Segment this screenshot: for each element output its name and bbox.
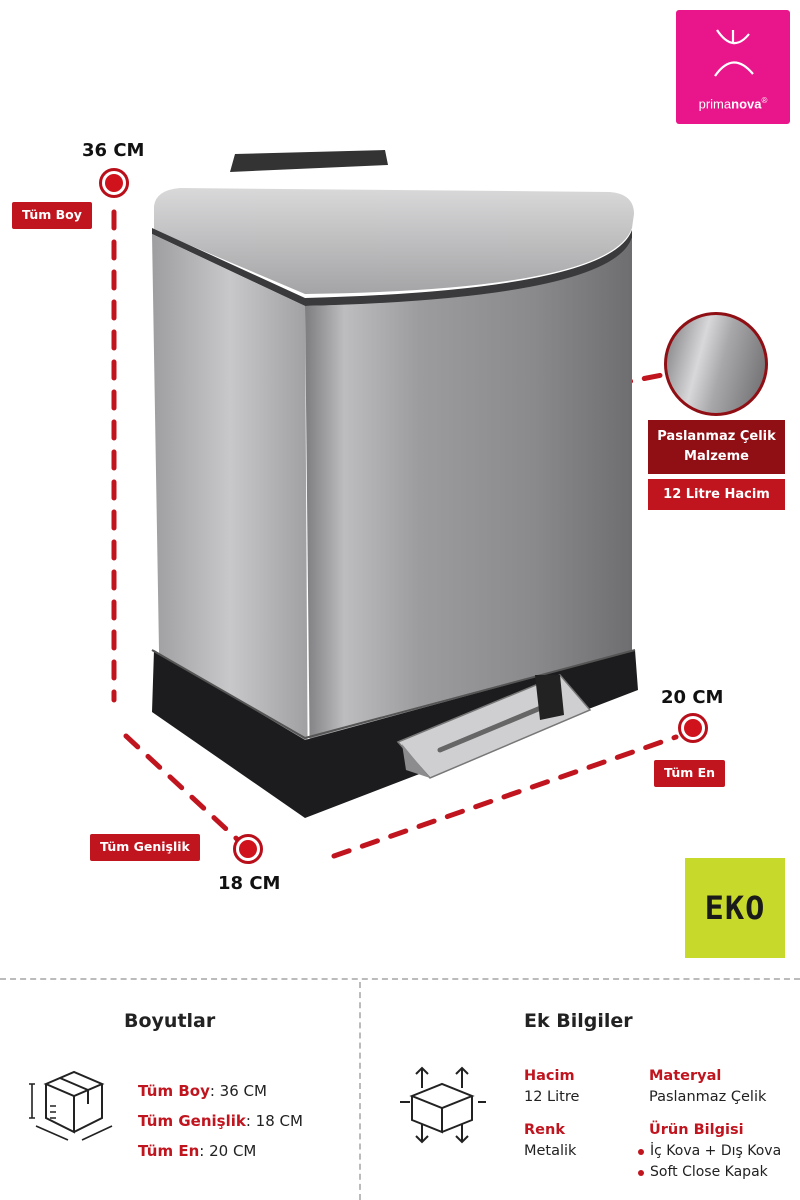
height-marker-icon xyxy=(99,168,129,198)
spec-row-height: Tüm Boy: 36 CM xyxy=(138,1076,303,1106)
trash-bin-image xyxy=(151,150,638,818)
brand-registered: ® xyxy=(761,96,768,105)
depth-label-tag: Tüm En xyxy=(654,760,726,787)
expand-box-icon xyxy=(400,1066,486,1144)
capacity-callout-text: 12 Litre Hacim xyxy=(663,487,770,502)
material-swatch xyxy=(664,312,768,416)
width-label-tag: Tüm Genişlik xyxy=(90,834,200,861)
info-product-item-text: Soft Close Kapak xyxy=(650,1164,768,1180)
height-value: 36 CM xyxy=(82,140,145,161)
capacity-callout: 12 Litre Hacim xyxy=(648,479,785,510)
info-product-item-text: İç Kova + Dış Kova xyxy=(650,1143,782,1159)
brand-name-light: prima xyxy=(698,96,732,112)
depth-marker-icon xyxy=(678,713,708,743)
material-callout: Paslanmaz Çelik Malzeme xyxy=(648,420,785,474)
info-product-item: Soft Close Kapak xyxy=(638,1162,781,1183)
info-product: Ürün Bilgisi İç Kova + Dış Kova Soft Clo… xyxy=(638,1120,781,1183)
info-volume-value: 12 Litre xyxy=(524,1089,580,1105)
info-section-title: Ek Bilgiler xyxy=(524,1010,633,1032)
info-volume-key: Hacim xyxy=(524,1068,575,1084)
primanova-logo: primanova® xyxy=(676,10,790,124)
height-label-tag: Tüm Boy xyxy=(12,202,92,229)
box-dimensions-icon xyxy=(29,1070,113,1141)
vertical-divider xyxy=(359,982,361,1200)
spec-value: : 18 CM xyxy=(245,1112,303,1130)
info-color: Renk Metalik xyxy=(524,1120,576,1162)
info-color-value: Metalik xyxy=(524,1143,577,1159)
eko-logo-text: EKO xyxy=(704,889,766,927)
info-color-key: Renk xyxy=(524,1122,565,1138)
spec-key: Tüm Genişlik xyxy=(138,1112,246,1130)
spec-row-depth: Tüm En: 20 CM xyxy=(138,1136,303,1166)
info-product-item: İç Kova + Dış Kova xyxy=(638,1141,781,1162)
horizontal-divider xyxy=(0,978,800,980)
spec-key: Tüm Boy xyxy=(138,1082,210,1100)
brand-name-bold: nova xyxy=(731,96,762,112)
width-value: 18 CM xyxy=(218,873,281,894)
depth-value: 20 CM xyxy=(661,687,724,708)
spec-key: Tüm En xyxy=(138,1142,200,1160)
info-material-key: Materyal xyxy=(649,1068,722,1084)
width-marker-icon xyxy=(233,834,263,864)
info-material-value: Paslanmaz Çelik xyxy=(649,1089,767,1105)
info-volume: Hacim 12 Litre xyxy=(524,1066,579,1108)
info-material: Materyal Paslanmaz Çelik xyxy=(649,1066,766,1108)
spec-row-width: Tüm Genişlik: 18 CM xyxy=(138,1106,303,1136)
material-callout-title: Paslanmaz Çelik Malzeme xyxy=(657,429,776,464)
dimensions-list: Tüm Boy: 36 CM Tüm Genişlik: 18 CM Tüm E… xyxy=(138,1076,303,1166)
spec-value: : 36 CM xyxy=(209,1082,267,1100)
dimensions-section-title: Boyutlar xyxy=(124,1010,216,1032)
eko-logo: EKO xyxy=(685,858,785,958)
info-product-key: Ürün Bilgisi xyxy=(649,1122,744,1138)
spec-value: : 20 CM xyxy=(199,1142,257,1160)
primanova-symbol-icon xyxy=(714,29,754,77)
